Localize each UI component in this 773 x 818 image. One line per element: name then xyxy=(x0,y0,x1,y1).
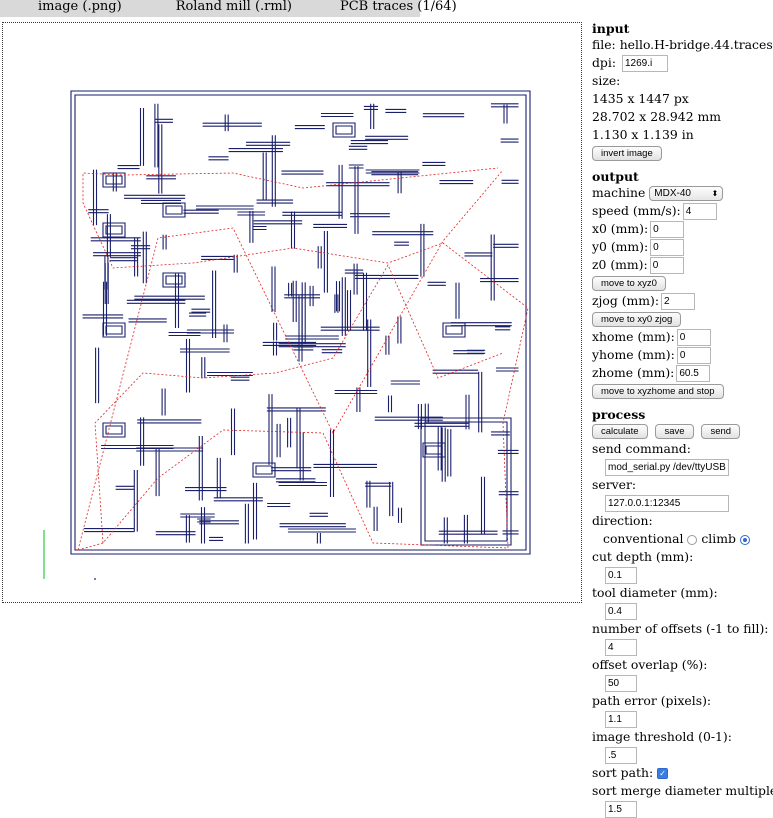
climb-radio[interactable] xyxy=(739,534,750,545)
output-heading: output xyxy=(592,169,639,184)
select-arrows-icon: ⬍ xyxy=(711,189,719,198)
size-px: 1435 x 1447 px xyxy=(592,91,689,106)
machine-selected-value: MDX-40 xyxy=(654,188,691,199)
speed-label: speed (mm/s): xyxy=(592,203,681,218)
direction-options: conventional climb xyxy=(592,530,773,548)
zhome-label: zhome (mm): xyxy=(592,365,675,380)
move-to-xyz0-button[interactable]: move to xyz0 xyxy=(592,276,666,291)
sort-merge-label: sort merge diameter multiple: xyxy=(592,783,773,798)
tab-pcb-traces[interactable]: PCB traces (1/64) xyxy=(339,0,457,14)
y0-label: y0 (mm): xyxy=(592,239,649,254)
conventional-radio[interactable] xyxy=(687,534,698,545)
threshold-input[interactable] xyxy=(605,747,637,764)
large-pad-outline xyxy=(420,417,512,546)
zhome-input[interactable] xyxy=(676,365,711,382)
process-heading: process xyxy=(592,407,646,422)
origin-dot xyxy=(94,578,96,580)
dpi-input[interactable] xyxy=(621,55,668,72)
sort-path-checkbox[interactable]: ✓ xyxy=(657,768,669,779)
move-to-xyzhome-and-stop-button[interactable]: move to xyzhome and stop xyxy=(592,384,724,399)
rapid-moves-a xyxy=(77,167,529,551)
file-label: file: xyxy=(592,37,616,52)
server-input[interactable] xyxy=(605,495,729,512)
send-command-label: send command: xyxy=(592,441,691,456)
z0-input[interactable] xyxy=(649,257,684,274)
climb-label: climb xyxy=(701,531,736,546)
tab-image-png[interactable]: image (.png) xyxy=(38,0,122,14)
threshold-label: image threshold (0-1): xyxy=(592,729,732,744)
tool-diameter-input[interactable] xyxy=(605,603,637,620)
sort-path-row: sort path: ✓ xyxy=(592,764,773,782)
speed-input[interactable] xyxy=(682,203,717,220)
size-label: size: xyxy=(592,73,621,88)
dpi-label: dpi: xyxy=(592,55,617,70)
path-error-label: path error (pixels): xyxy=(592,693,712,708)
move-to-xy0-zjog-button[interactable]: move to xy0 zjog xyxy=(592,312,682,327)
board-outline xyxy=(70,90,531,555)
send-button[interactable]: send xyxy=(701,424,741,439)
machine-select[interactable]: MDX-40 ⬍ xyxy=(649,186,724,201)
overlap-input[interactable] xyxy=(605,675,637,692)
board-outline-offset xyxy=(74,94,527,551)
file-row: file: hello.H-bridge.44.traces.png xyxy=(592,36,773,54)
y0-input[interactable] xyxy=(650,239,685,256)
zjog-label: zjog (mm): xyxy=(592,293,660,308)
conventional-label: conventional xyxy=(603,531,684,546)
send-command-input[interactable] xyxy=(605,459,729,476)
yhome-label: yhome (mm): xyxy=(592,347,675,362)
offsets-input[interactable] xyxy=(605,639,637,656)
trace-offsets xyxy=(82,103,519,544)
menu-bar: image (.png) Roland mill (.rml) PCB trac… xyxy=(0,0,457,17)
size-in: 1.130 x 1.139 in xyxy=(592,127,694,142)
z0-label: z0 (mm): xyxy=(592,257,648,272)
calculate-button[interactable]: calculate xyxy=(592,424,648,439)
yhome-input[interactable] xyxy=(676,347,711,364)
overlap-label: offset overlap (%): xyxy=(592,657,708,672)
rapid-moves-b xyxy=(94,264,504,544)
xhome-label: xhome (mm): xyxy=(592,329,675,344)
pad-outlines xyxy=(102,122,466,478)
direction-label: direction: xyxy=(592,513,653,528)
rapid-moves-c xyxy=(77,169,504,551)
toolpath-canvas[interactable] xyxy=(2,22,582,603)
machine-label: machine xyxy=(592,185,646,200)
offsets-label: number of offsets (-1 to fill): xyxy=(592,621,769,636)
zjog-input[interactable] xyxy=(661,293,696,310)
x0-label: x0 (mm): xyxy=(592,221,649,236)
input-heading: input xyxy=(592,21,630,36)
x0-input[interactable] xyxy=(650,221,685,238)
machine-row: machine MDX-40 ⬍ xyxy=(592,184,773,202)
tool-diameter-label: tool diameter (mm): xyxy=(592,585,718,600)
save-button[interactable]: save xyxy=(655,424,694,439)
toolpath-drawing xyxy=(43,90,531,580)
size-mm: 28.702 x 28.942 mm xyxy=(592,109,722,124)
cut-depth-label: cut depth (mm): xyxy=(592,549,694,564)
path-error-input[interactable] xyxy=(605,711,637,728)
tab-roland-mill-rml[interactable]: Roland mill (.rml) xyxy=(175,0,292,14)
xhome-input[interactable] xyxy=(676,329,711,346)
file-name: hello.H-bridge.44.traces.png xyxy=(619,37,773,52)
cut-depth-input[interactable] xyxy=(605,567,637,584)
control-panel: input file: hello.H-bridge.44.traces.png… xyxy=(592,22,773,818)
sort-path-label: sort path: xyxy=(592,765,654,780)
dpi-row: dpi: xyxy=(592,54,773,72)
invert-image-button[interactable]: invert image xyxy=(592,146,662,161)
server-label: server: xyxy=(592,477,637,492)
sort-merge-input[interactable] xyxy=(605,801,637,818)
